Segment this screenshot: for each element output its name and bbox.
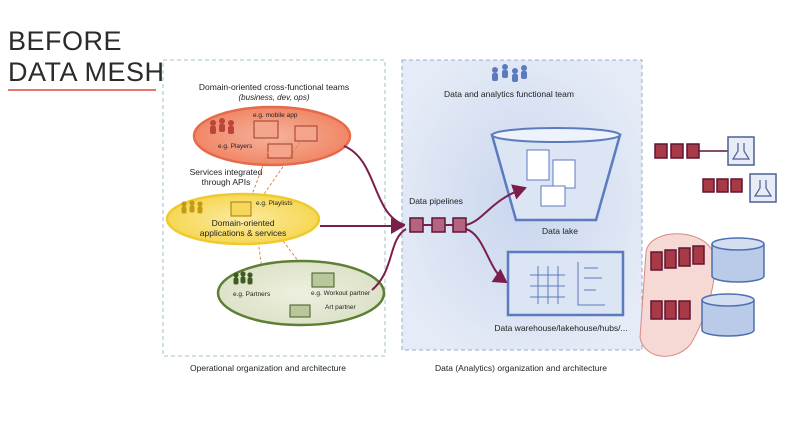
page-title: BEFORE DATA MESH xyxy=(8,26,165,88)
data-pipelines-label: Data pipelines xyxy=(409,196,463,206)
data-warehouse-label: Data warehouse/lakehouse/hubs/... xyxy=(494,323,627,333)
operational-caption: Operational organization and architectur… xyxy=(190,363,346,373)
analytics-panel: Data and analytics functional team Data … xyxy=(401,59,643,373)
domain-apps-label-1: Domain-oriented xyxy=(212,218,275,228)
database-cylinder-icon xyxy=(711,237,765,283)
consumer-pipeline-3 xyxy=(650,245,705,271)
playlist-box-icon xyxy=(230,201,252,217)
pipeline-stage xyxy=(409,217,424,233)
flask-icon xyxy=(749,173,777,203)
app-box-icon xyxy=(267,143,293,159)
title-line-1: BEFORE xyxy=(8,26,123,56)
pipeline-to-warehouse-arrow xyxy=(465,228,508,284)
pipeline-stage xyxy=(431,217,446,233)
lake-document-icon xyxy=(540,185,566,207)
services-label-2: through APIs xyxy=(202,177,251,187)
partners-people-icon xyxy=(233,271,253,285)
warehouse-consumers xyxy=(639,233,765,357)
mobile-app-box-icon xyxy=(253,120,279,139)
data-pipeline xyxy=(409,217,467,233)
green-to-pipeline-arrow xyxy=(371,228,407,291)
data-warehouse: Data warehouse/lakehouse/hubs/... xyxy=(494,250,628,333)
partners-label: e.g. Partners xyxy=(233,291,271,298)
pipeline-to-lake-arrow xyxy=(465,184,527,226)
analytics-caption: Data (Analytics) organization and archit… xyxy=(435,363,607,373)
domain-apps-label-2: applications & services xyxy=(200,228,286,238)
analytics-team-people-icon xyxy=(492,64,527,82)
players-people-icon xyxy=(210,118,234,134)
pipeline-stage xyxy=(452,217,467,233)
data-lake-rim xyxy=(491,127,621,143)
lake-document-icon xyxy=(552,159,576,189)
database-cylinder-icon xyxy=(701,293,755,337)
players-label: e.g. Players xyxy=(218,143,253,150)
lab-consumers xyxy=(654,136,777,203)
mobile-app-label: e.g. mobile app xyxy=(253,112,298,119)
art-partner-label: Art partner xyxy=(325,304,357,311)
playlists-label: e.g. Playlists xyxy=(256,200,293,207)
playlists-people-icon xyxy=(181,200,203,214)
flask-icon xyxy=(727,136,755,166)
title-underline xyxy=(8,89,156,91)
ingest-arrows xyxy=(320,145,527,291)
art-box-icon xyxy=(289,304,311,318)
title-line-2: DATA MESH xyxy=(8,57,165,87)
teams-heading-sub: (business, dev, ops) xyxy=(239,93,310,102)
teams-heading: Domain-oriented cross-functional teams xyxy=(199,82,349,92)
warehouse-chart-icon xyxy=(577,262,605,306)
warehouse-grid-icon xyxy=(530,266,565,304)
consumer-pipeline-4 xyxy=(650,300,691,320)
analytics-team-label: Data and analytics functional team xyxy=(444,89,574,99)
workout-box-icon xyxy=(311,272,335,288)
yellow-team-ellipse xyxy=(165,192,321,246)
consumer-pipeline-1 xyxy=(654,136,755,166)
workout-partner-label: e.g. Workout partner xyxy=(311,290,371,297)
green-domain-team: e.g. Partners e.g. Workout partner Art p… xyxy=(216,259,386,327)
lake-document-icon xyxy=(526,149,550,181)
yellow-domain-team: e.g. Playlists Domain-oriented applicati… xyxy=(165,192,321,246)
consumer-pipeline-2 xyxy=(702,173,777,203)
red-domain-team: e.g. Players e.g. mobile app xyxy=(192,105,352,167)
operational-panel: Domain-oriented cross-functional teams (… xyxy=(162,59,386,373)
data-warehouse-box xyxy=(506,250,625,317)
service-box-icon xyxy=(294,125,318,142)
services-label-1: Services integrated xyxy=(190,167,263,177)
data-lake-label: Data lake xyxy=(542,226,578,236)
green-team-ellipse xyxy=(216,259,386,327)
